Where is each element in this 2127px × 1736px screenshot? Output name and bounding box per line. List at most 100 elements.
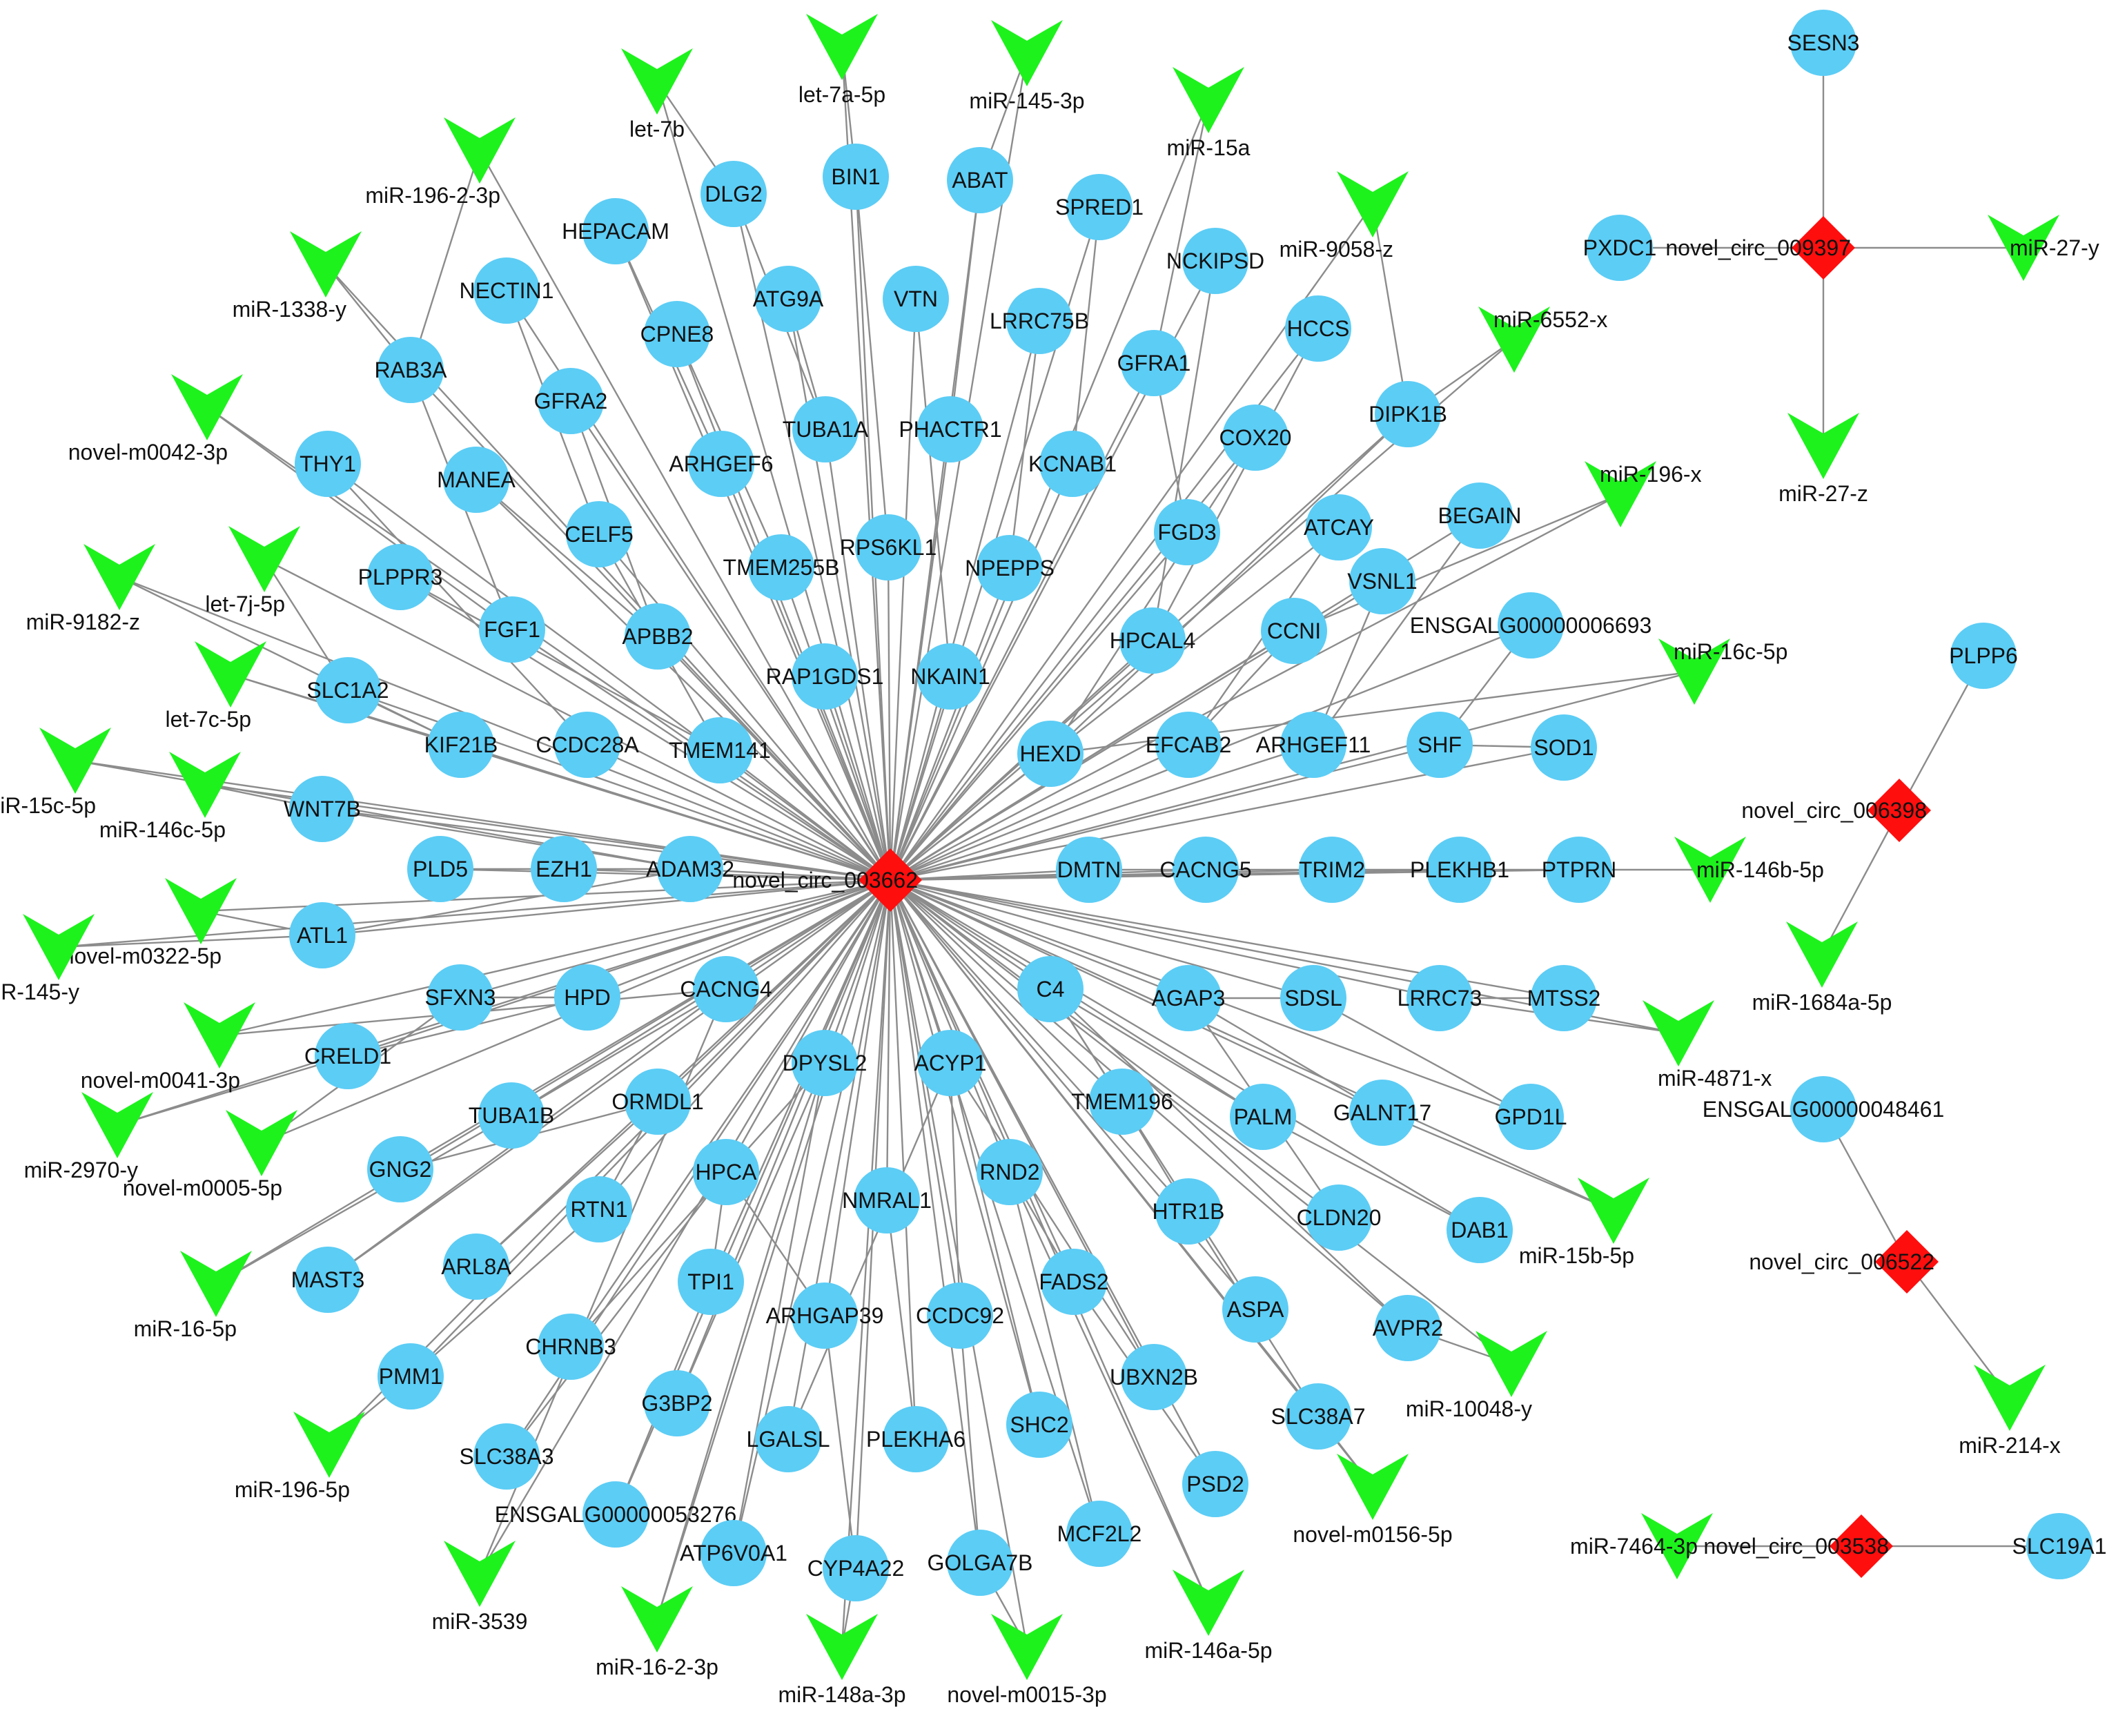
gene-node-slc19a1[interactable]: SLC19A1 xyxy=(2012,1513,2107,1579)
gene-node-avpr2[interactable]: AVPR2 xyxy=(1373,1295,1444,1361)
gene-node-atg9a[interactable]: ATG9A xyxy=(753,266,824,332)
gene-node-nkain1[interactable]: NKAIN1 xyxy=(910,643,990,710)
gene-node-fads2[interactable]: FADS2 xyxy=(1039,1249,1109,1315)
gene-node-plekha6[interactable]: PLEKHA6 xyxy=(866,1406,966,1472)
gene-node-gfra1[interactable]: GFRA1 xyxy=(1117,330,1191,396)
mirna-node-let-7c-5p[interactable]: let-7c-5p xyxy=(166,641,267,732)
gene-node-lrrc75b[interactable]: LRRC75B xyxy=(990,288,1089,354)
gene-node-arhgef6[interactable]: ARHGEF6 xyxy=(669,431,774,497)
mirna-node-novel-m0005-5p[interactable]: novel-m0005-5p xyxy=(123,1110,297,1200)
mirna-node-mir-6552-x[interactable]: miR-6552-x xyxy=(1478,306,1607,373)
gene-node-tuba1b[interactable]: TUBA1B xyxy=(469,1082,554,1149)
mirna-node-mir-16-2-3p[interactable]: miR-16-2-3p xyxy=(596,1586,718,1679)
gene-node-tmem255b[interactable]: TMEM255B xyxy=(723,534,840,601)
gene-node-arhgef11[interactable]: ARHGEF11 xyxy=(1256,712,1371,778)
gene-node-fgf1[interactable]: FGF1 xyxy=(479,596,545,663)
gene-node-ccni[interactable]: CCNI xyxy=(1261,598,1327,664)
gene-node-cldn20[interactable]: CLDN20 xyxy=(1297,1184,1382,1251)
gene-node-hpcal4[interactable]: HPCAL4 xyxy=(1110,607,1196,674)
gene-node-sfxn3[interactable]: SFXN3 xyxy=(424,964,496,1031)
gene-node-shc2[interactable]: SHC2 xyxy=(1006,1392,1072,1458)
gene-node-apbb2[interactable]: APBB2 xyxy=(622,603,694,670)
circ-node-novel-circ-006398[interactable]: novel_circ_006398 xyxy=(1741,779,1931,842)
gene-node-fgd3[interactable]: FGD3 xyxy=(1154,499,1220,565)
gene-node-slc38a7[interactable]: SLC38A7 xyxy=(1271,1383,1366,1450)
gene-node-cox20[interactable]: COX20 xyxy=(1219,404,1292,471)
mirna-node-mir-2970-y[interactable]: miR-2970-y xyxy=(24,1092,153,1182)
gene-node-cacng4[interactable]: CACNG4 xyxy=(680,956,772,1022)
gene-node-tuba1a[interactable]: TUBA1A xyxy=(783,396,869,462)
mirna-node-mir-145-3p[interactable]: miR-145-3p xyxy=(969,20,1085,113)
gene-node-vsnl1[interactable]: VSNL1 xyxy=(1347,548,1418,614)
gene-node-mcf2l2[interactable]: MCF2L2 xyxy=(1057,1501,1142,1567)
gene-node-slc38a3[interactable]: SLC38A3 xyxy=(460,1423,554,1490)
gene-node-nectin1[interactable]: NECTIN1 xyxy=(460,257,554,324)
gene-node-hepacam[interactable]: HEPACAM xyxy=(562,198,669,264)
gene-node-dipk1b[interactable]: DIPK1B xyxy=(1369,381,1447,447)
gene-node-psd2[interactable]: PSD2 xyxy=(1182,1451,1248,1517)
mirna-node-mir-214-x[interactable]: miR-214-x xyxy=(1959,1365,2061,1458)
gene-node-tmem196[interactable]: TMEM196 xyxy=(1071,1069,1173,1135)
gene-node-vtn[interactable]: VTN xyxy=(883,266,949,332)
gene-node-plppr3[interactable]: PLPPR3 xyxy=(358,544,443,610)
gene-node-sesn3[interactable]: SESN3 xyxy=(1787,10,1860,76)
gene-node-kcnab1[interactable]: KCNAB1 xyxy=(1028,431,1117,497)
gene-node-spred1[interactable]: SPRED1 xyxy=(1055,174,1144,240)
gene-node-c4[interactable]: C4 xyxy=(1017,956,1084,1022)
gene-node-slc1a2[interactable]: SLC1A2 xyxy=(306,657,389,723)
gene-node-chrnb3[interactable]: CHRNB3 xyxy=(525,1314,616,1380)
gene-node-aspa[interactable]: ASPA xyxy=(1222,1276,1288,1343)
mirna-node-mir-7464-3p[interactable]: miR-7464-3p xyxy=(1570,1513,1713,1579)
gene-node-pxdc1[interactable]: PXDC1 xyxy=(1583,215,1657,281)
gene-node-atp6v0a1[interactable]: ATP6V0A1 xyxy=(680,1520,787,1586)
gene-node-gpd1l[interactable]: GPD1L xyxy=(1495,1084,1567,1150)
mirna-node-mir-27-y[interactable]: miR-27-y xyxy=(1988,215,2099,281)
gene-node-ptprn[interactable]: PTPRN xyxy=(1542,837,1616,903)
gene-node-creld1[interactable]: CRELD1 xyxy=(304,1023,391,1089)
mirna-node-novel-m0042-3p[interactable]: novel-m0042-3p xyxy=(68,374,243,465)
gene-node-rap1gds1[interactable]: RAP1GDS1 xyxy=(766,643,884,710)
circ-node-novel-circ-009397[interactable]: novel_circ_009397 xyxy=(1665,216,1855,280)
gene-node-ormdl1[interactable]: ORMDL1 xyxy=(611,1069,704,1135)
gene-node-ezh1[interactable]: EZH1 xyxy=(531,836,597,902)
gene-node-efcab2[interactable]: EFCAB2 xyxy=(1146,712,1231,778)
gene-node-mast3[interactable]: MAST3 xyxy=(291,1247,365,1313)
gene-node-plekhb1[interactable]: PLEKHB1 xyxy=(1410,837,1509,903)
gene-node-gfra2[interactable]: GFRA2 xyxy=(534,368,608,434)
gene-node-bin1[interactable]: BIN1 xyxy=(823,144,889,210)
gene-node-acyp1[interactable]: ACYP1 xyxy=(914,1030,987,1096)
gene-node-ccdc92[interactable]: CCDC92 xyxy=(916,1283,1004,1349)
gene-node-kif21b[interactable]: KIF21B xyxy=(424,712,498,778)
circ-node-novel-circ-003662[interactable]: novel_circ_003662 xyxy=(732,848,922,912)
gene-node-hexd[interactable]: HEXD xyxy=(1017,721,1084,787)
mirna-node-mir-196-x[interactable]: miR-196-x xyxy=(1585,461,1702,527)
gene-node-ubxn2b[interactable]: UBXN2B xyxy=(1110,1344,1198,1410)
mirna-node-novel-m0156-5p[interactable]: novel-m0156-5p xyxy=(1293,1454,1453,1547)
mirna-node-novel-m0322-5p[interactable]: novel-m0322-5p xyxy=(62,878,237,968)
mirna-node-mir-9058-z[interactable]: miR-9058-z xyxy=(1280,171,1409,262)
gene-node-arl8a[interactable]: ARL8A xyxy=(441,1233,511,1300)
mirna-node-novel-m0015-3p[interactable]: novel-m0015-3p xyxy=(947,1614,1107,1707)
gene-node-cacng5[interactable]: CACNG5 xyxy=(1159,837,1252,903)
gene-node-ensgalg00000053276[interactable]: ENSGALG00000053276 xyxy=(495,1481,736,1548)
mirna-node-mir-146a-5p[interactable]: miR-146a-5p xyxy=(1145,1570,1273,1663)
mirna-node-mir-196-2-3p[interactable]: miR-196-2-3p xyxy=(365,117,516,208)
mirna-node-let-7a-5p[interactable]: let-7a-5p xyxy=(798,14,885,107)
gene-node-arhgap39[interactable]: ARHGAP39 xyxy=(766,1283,884,1349)
gene-node-wnt7b[interactable]: WNT7B xyxy=(284,776,361,842)
gene-node-dpysl2[interactable]: DPYSL2 xyxy=(783,1030,868,1096)
gene-node-dab1[interactable]: DAB1 xyxy=(1447,1197,1513,1263)
gene-node-nmral1[interactable]: NMRAL1 xyxy=(842,1167,932,1233)
mirna-node-let-7b[interactable]: let-7b xyxy=(621,48,693,142)
gene-node-cpne8[interactable]: CPNE8 xyxy=(640,301,714,367)
gene-node-golga7b[interactable]: GOLGA7B xyxy=(928,1530,1033,1596)
mirna-node-mir-27-z[interactable]: miR-27-z xyxy=(1778,413,1868,506)
gene-node-rab3a[interactable]: RAB3A xyxy=(375,337,448,403)
mirna-node-mir-1338-y[interactable]: miR-1338-y xyxy=(233,231,362,322)
gene-node-tmem141[interactable]: TMEM141 xyxy=(669,717,771,783)
gene-node-thy1[interactable]: THY1 xyxy=(295,431,361,497)
gene-node-dmtn[interactable]: DMTN xyxy=(1056,837,1122,903)
gene-node-lgalsl[interactable]: LGALSL xyxy=(747,1406,830,1472)
gene-node-agap3[interactable]: AGAP3 xyxy=(1152,965,1226,1031)
mirna-node-mir-148a-3p[interactable]: miR-148a-3p xyxy=(778,1614,906,1707)
